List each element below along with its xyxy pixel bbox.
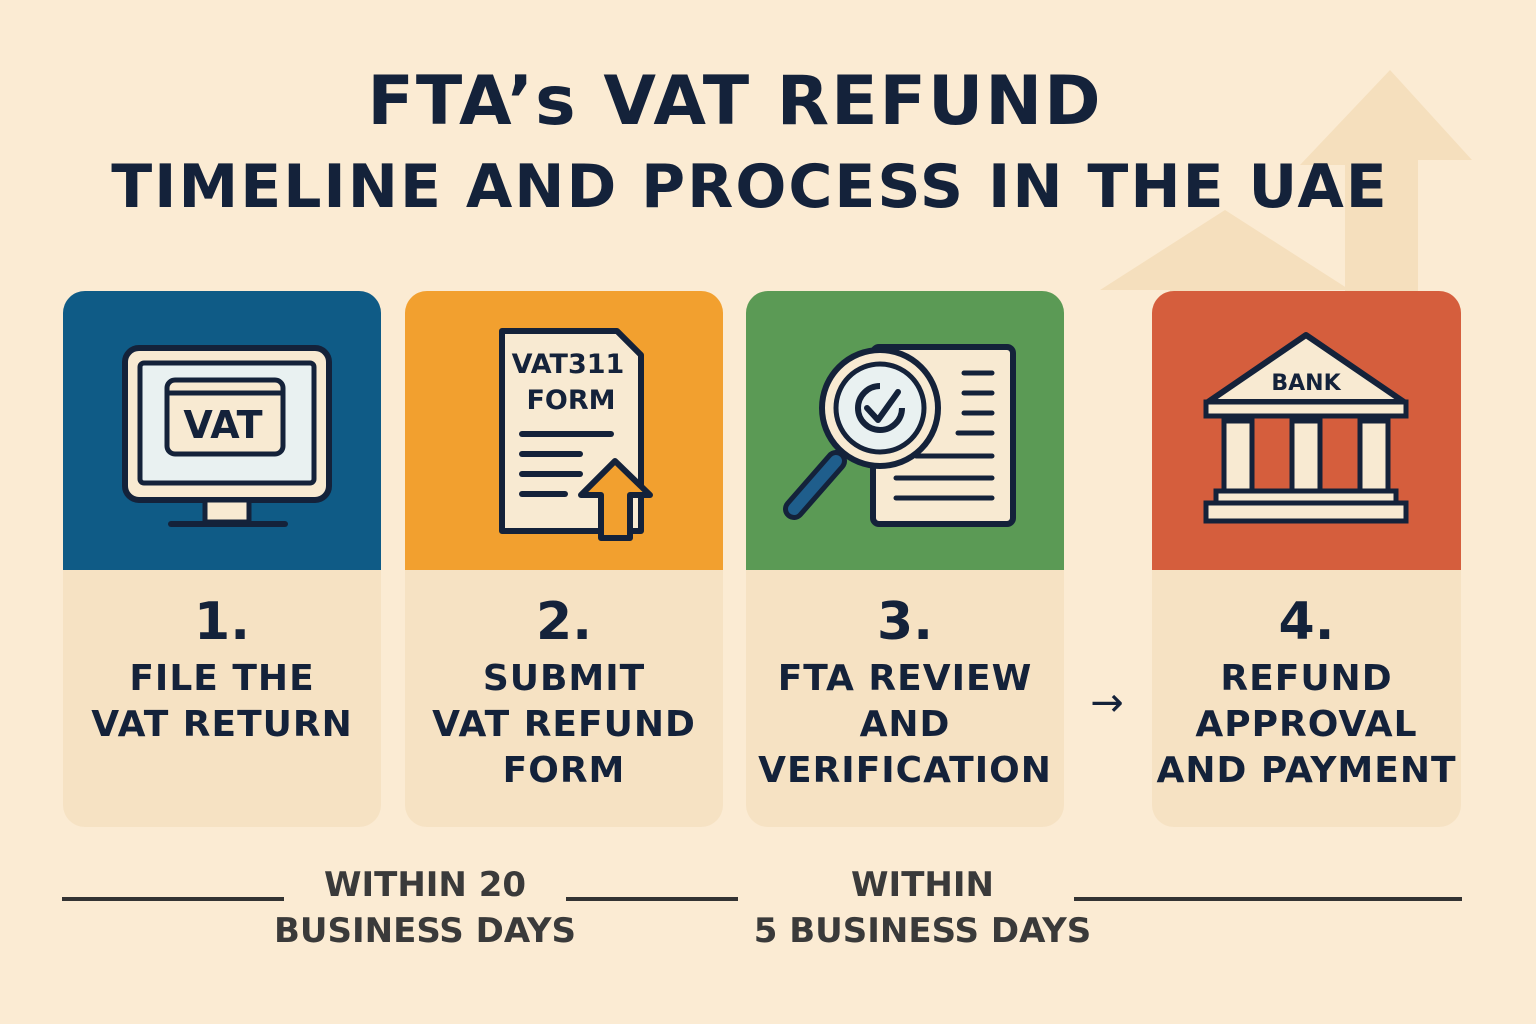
step-4-label: REFUND APPROVAL AND PAYMENT <box>1152 656 1461 794</box>
bank-icon: BANK <box>1203 332 1409 524</box>
step-2-label-line-3: FORM <box>502 750 626 791</box>
form-upload-icon: VAT311 FORM <box>499 328 653 541</box>
timeline-line-2 <box>566 897 738 901</box>
step-2-icon-panel: VAT311 FORM <box>405 291 723 570</box>
form-label-text: FORM <box>526 385 615 416</box>
step-3-label-line-3: VERIFICATION <box>758 750 1052 791</box>
timeline-label-2-line-2: 5 BUSINESS DAYS <box>753 911 1092 951</box>
step-3-label-line-2: AND <box>859 704 951 745</box>
bank-sign-text: BANK <box>1271 371 1341 396</box>
step-card-3: 3. FTA REVIEW AND VERIFICATION <box>746 291 1064 827</box>
step-3-icon-panel <box>746 291 1064 570</box>
timeline-label-2-line-1: WITHIN <box>851 865 994 905</box>
step-1-label-line-2: VAT RETURN <box>91 704 353 745</box>
step-3-label-line-1: FTA REVIEW <box>777 658 1033 699</box>
computer-vat-icon: VAT <box>122 345 332 527</box>
step-3-label: FTA REVIEW AND VERIFICATION <box>746 656 1064 794</box>
step-2-number: 2. <box>536 592 592 652</box>
step-2-label-line-2: VAT REFUND <box>432 704 696 745</box>
vat-screen-text: VAT <box>183 403 262 447</box>
timeline-label-2: WITHIN 5 BUSINESS DAYS <box>745 862 1100 954</box>
step-4-label-line-3: AND PAYMENT <box>1156 750 1457 791</box>
step-4-label-line-2: APPROVAL <box>1195 704 1418 745</box>
step-1-icon-panel: VAT <box>63 291 381 570</box>
step-4-number: 4. <box>1278 592 1335 652</box>
form-code-text: VAT311 <box>512 349 625 380</box>
timeline-label-1-line-2: BUSINESS DAYS <box>273 911 576 951</box>
timeline-line-1 <box>62 897 284 901</box>
step-1-label-line-1: FILE THE <box>129 658 315 699</box>
title-line-1: FTA’s VAT REFUND <box>367 62 1103 141</box>
step-1-number: 1. <box>194 592 250 652</box>
title-line-2: TIMELINE AND PROCESS IN THE UAE <box>111 152 1389 222</box>
step-3-number: 3. <box>877 592 933 652</box>
step-arrow-icon: → <box>1090 680 1124 726</box>
timeline-label-1: WITHIN 20 BUSINESS DAYS <box>270 862 580 954</box>
step-4-icon-panel: BANK <box>1152 291 1461 570</box>
step-2-label-line-1: SUBMIT <box>482 658 646 699</box>
page-title: FTA’s VAT REFUND TIMELINE AND PROCESS IN… <box>0 0 1536 240</box>
step-1-label: FILE THE VAT RETURN <box>63 656 381 748</box>
timeline-label-1-line-1: WITHIN 20 <box>323 865 527 905</box>
step-card-2: VAT311 FORM 2. SUBMIT VAT REFUND FORM <box>405 291 723 827</box>
step-card-4: BANK 4. REFUND APPROVAL AND PAYMENT <box>1152 291 1461 827</box>
magnifier-document-icon <box>783 344 1016 527</box>
timeline-line-3 <box>1074 897 1462 901</box>
step-2-label: SUBMIT VAT REFUND FORM <box>405 656 723 794</box>
step-card-1: VAT 1. FILE THE VAT RETURN <box>63 291 381 827</box>
step-4-label-line-1: REFUND <box>1220 658 1393 699</box>
